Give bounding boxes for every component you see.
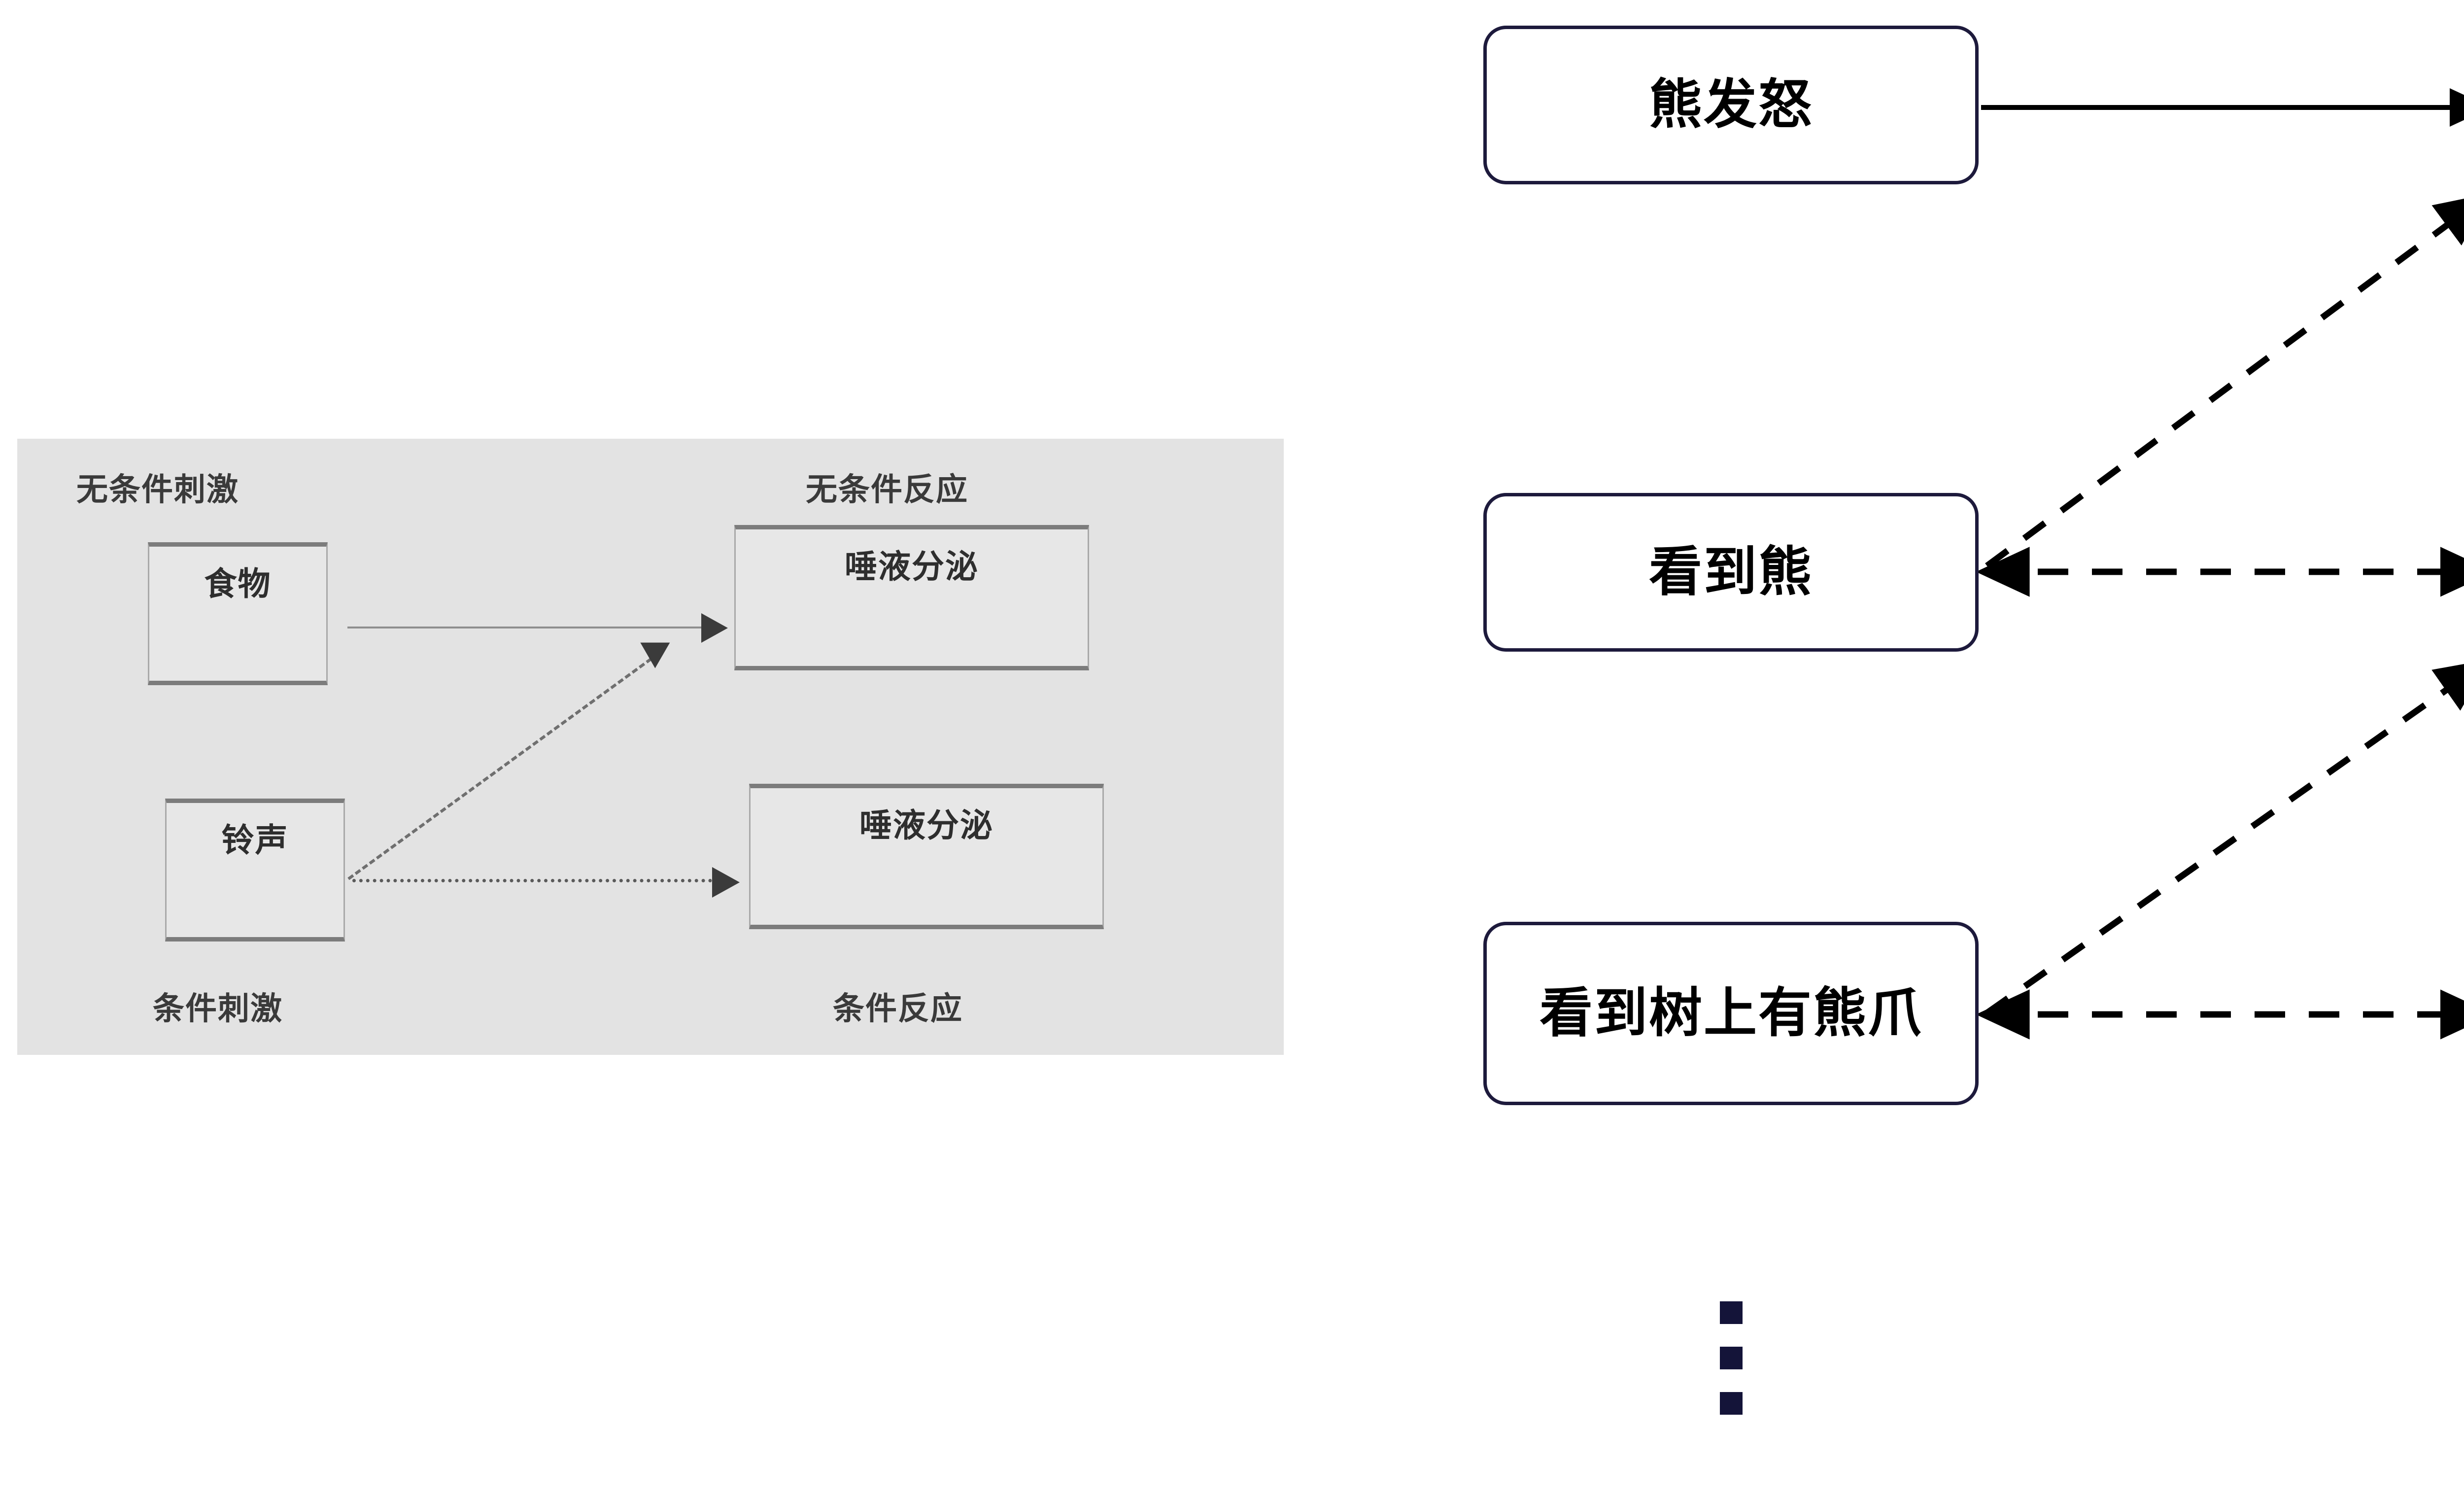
- state-box-bear-angry: 熊发怒: [1483, 26, 1979, 184]
- rl-value-propagation-diagram: 熊发怒 看到熊 看到树上 有熊爪 奖励 V(s′) V(s): [1454, 0, 2464, 1499]
- pavlov-box-food: 食物: [148, 542, 328, 685]
- ellipsis-dot: [1720, 1392, 1743, 1415]
- pavlov-box-salivation-conditioned: 唾液分泌: [749, 784, 1104, 929]
- ellipsis-left-column: [1720, 1301, 1743, 1415]
- state-box-see-bear-claw-on-tree: 看到树上 有熊爪: [1483, 922, 1979, 1105]
- arrow-bell-to-conditioned-salivation-icon: [352, 867, 740, 898]
- caption-unconditioned-stimulus: 无条件刺激: [76, 472, 239, 508]
- state-box-see-bear: 看到熊: [1483, 493, 1979, 652]
- caption-unconditioned-response: 无条件反应: [806, 472, 968, 508]
- pavlov-box-bell: 铃声: [165, 799, 345, 941]
- state-box-line-1: 看到树上: [1539, 982, 1758, 1044]
- ellipsis-dot: [1720, 1347, 1743, 1369]
- arrow-see-claw-to-v-s-prime: [1985, 659, 2464, 1016]
- state-box-line-2: 有熊爪: [1758, 982, 1923, 1044]
- classical-conditioning-panel: 无条件刺激 无条件反应 条件刺激 条件反应 食物 铃声 唾液分泌 唾液分泌: [17, 439, 1284, 1055]
- pavlov-box-salivation-unconditioned: 唾液分泌: [734, 525, 1089, 670]
- rl-arrow-layer: [1976, 88, 2464, 1040]
- caption-conditioned-stimulus: 条件刺激: [153, 991, 283, 1027]
- arrow-food-to-salivation-icon: [347, 613, 728, 643]
- ellipsis-dot: [1720, 1301, 1743, 1324]
- arrow-see-bear-to-reward: [1985, 193, 2464, 569]
- caption-conditioned-response: 条件反应: [833, 991, 963, 1027]
- arrow-bell-to-unconditioned-salivation-icon: [347, 657, 652, 880]
